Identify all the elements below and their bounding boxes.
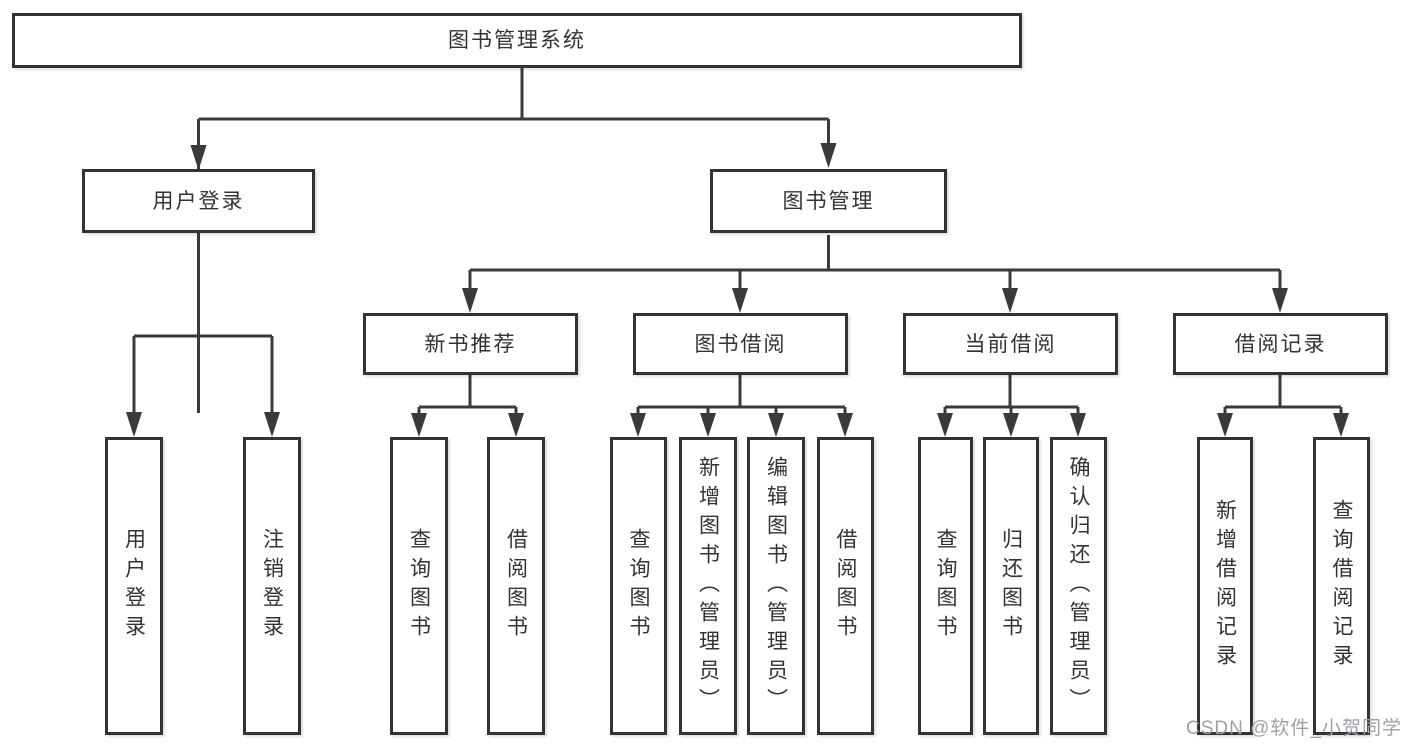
leaf-edit-book-admin-label: 编辑图书（管理员） [764, 455, 788, 717]
node-current-borrow: 当前借阅 [903, 313, 1118, 375]
leaf-borrow-query-books-label: 查询图书 [627, 528, 650, 644]
leaf-add-borrow-record-label: 新增借阅记录 [1213, 499, 1237, 673]
node-user-login: 用户登录 [82, 169, 315, 233]
leaf-current-query-books-label: 查询图书 [934, 528, 957, 644]
connector-current-borrow-to-leaves [937, 375, 1086, 437]
connector-user-login-to-leaves [126, 233, 280, 437]
leaf-user-login-label: 用户登录 [122, 528, 146, 644]
leaf-logout: 注销登录 [243, 437, 301, 735]
leaf-logout-label: 注销登录 [260, 528, 284, 644]
node-borrow-records: 借阅记录 [1173, 313, 1388, 375]
node-user-login-label: 用户登录 [152, 189, 245, 213]
leaf-query-borrow-record: 查询借阅记录 [1313, 437, 1370, 735]
csdn-watermark: CSDN @软件_小贺同学 [1186, 718, 1402, 739]
leaf-add-book-admin-label: 新增图书（管理员） [696, 455, 720, 717]
connector-book-borrow-to-leaves [630, 375, 853, 437]
node-root: 图书管理系统 [12, 13, 1022, 68]
leaf-current-query-books: 查询图书 [918, 437, 973, 735]
leaf-edit-book-admin: 编辑图书（管理员） [747, 437, 805, 735]
leaf-newbook-query-books-label: 查询图书 [407, 528, 431, 644]
leaf-confirm-return-admin-label: 确认归还（管理员） [1067, 455, 1090, 717]
node-book-manage-label: 图书管理 [782, 189, 875, 213]
node-book-borrow: 图书借阅 [633, 313, 848, 375]
leaf-borrow-query-books: 查询图书 [610, 437, 667, 735]
leaf-add-book-admin: 新增图书（管理员） [679, 437, 737, 735]
connector-new-book-to-leaves [411, 375, 524, 437]
connector-borrow-records-to-leaves [1217, 375, 1349, 437]
leaf-return-book-label: 归还图书 [999, 528, 1023, 644]
node-root-label: 图书管理系统 [448, 29, 586, 52]
leaf-confirm-return-admin: 确认归还（管理员） [1050, 437, 1107, 735]
leaf-newbook-borrow-books-label: 借阅图书 [504, 528, 528, 644]
leaf-newbook-query-books: 查询图书 [390, 437, 448, 735]
leaf-add-borrow-record: 新增借阅记录 [1197, 437, 1253, 735]
leaf-return-book: 归还图书 [983, 437, 1039, 735]
node-new-book-label: 新书推荐 [424, 332, 517, 356]
node-new-book: 新书推荐 [363, 313, 578, 375]
leaf-query-borrow-record-label: 查询借阅记录 [1330, 499, 1353, 673]
node-current-borrow-label: 当前借阅 [964, 332, 1057, 356]
leaf-borrow-borrow-books-label: 借阅图书 [834, 528, 857, 644]
node-book-manage: 图书管理 [710, 169, 947, 233]
leaf-user-login: 用户登录 [105, 437, 163, 735]
leaf-newbook-borrow-books: 借阅图书 [487, 437, 545, 735]
node-book-borrow-label: 图书借阅 [694, 332, 787, 356]
node-borrow-records-label: 借阅记录 [1234, 332, 1327, 356]
connector-book-manage-to-level3 [462, 235, 1288, 313]
leaf-borrow-borrow-books: 借阅图书 [817, 437, 874, 735]
